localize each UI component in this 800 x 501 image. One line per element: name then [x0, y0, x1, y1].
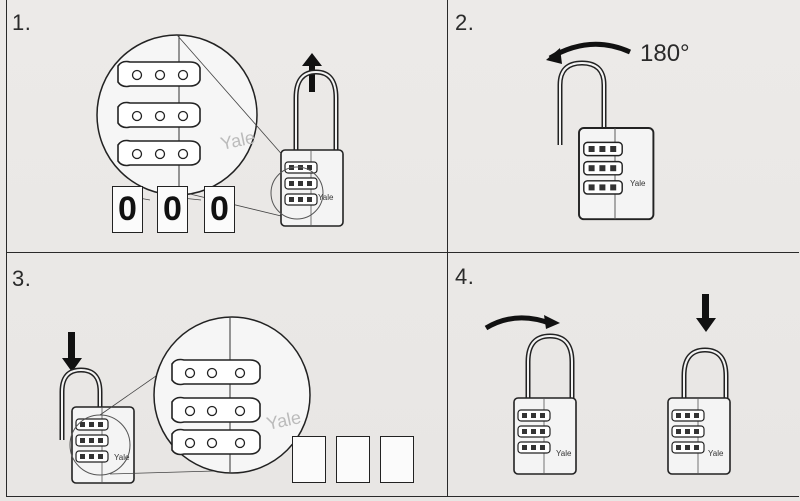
panel-divider-vertical — [447, 0, 448, 496]
svg-text:Yale: Yale — [556, 449, 572, 458]
step-2-illustration: Yale — [546, 41, 655, 221]
digit-box-2: 0 — [157, 186, 188, 233]
padlock-icon — [667, 397, 731, 475]
svg-text:Yale: Yale — [114, 453, 130, 462]
padlock-icon — [578, 127, 655, 221]
empty-code-box-1 — [292, 436, 326, 483]
zoomed-dials — [117, 60, 201, 167]
arrow-down-icon — [696, 294, 716, 332]
panel-grid — [6, 0, 799, 497]
rotation-label: 180° — [640, 40, 690, 67]
digit-box-1: 0 — [112, 186, 143, 233]
padlock-icon — [513, 397, 577, 475]
step-4-illustration: Yale Yale — [484, 294, 731, 475]
padlock-icon — [71, 406, 135, 484]
digit-box-3: 0 — [204, 186, 235, 233]
step-3-illustration: Yale Yale — [59, 316, 311, 484]
empty-code-box-2 — [336, 436, 370, 483]
svg-text:Yale: Yale — [318, 193, 334, 202]
svg-text:Yale: Yale — [630, 179, 646, 188]
arrow-down-icon — [62, 332, 82, 372]
step-4-number: 4. — [455, 264, 475, 289]
rotate-arrow-icon — [548, 41, 632, 61]
svg-text:Yale: Yale — [708, 449, 724, 458]
empty-code-box-3 — [380, 436, 414, 483]
step-3-number: 3. — [12, 266, 32, 291]
step-1-number: 1. — [12, 10, 32, 35]
step-2-number: 2. — [455, 10, 475, 35]
rotate-arrow-icon — [484, 315, 553, 331]
panel-divider-horizontal — [7, 252, 799, 253]
